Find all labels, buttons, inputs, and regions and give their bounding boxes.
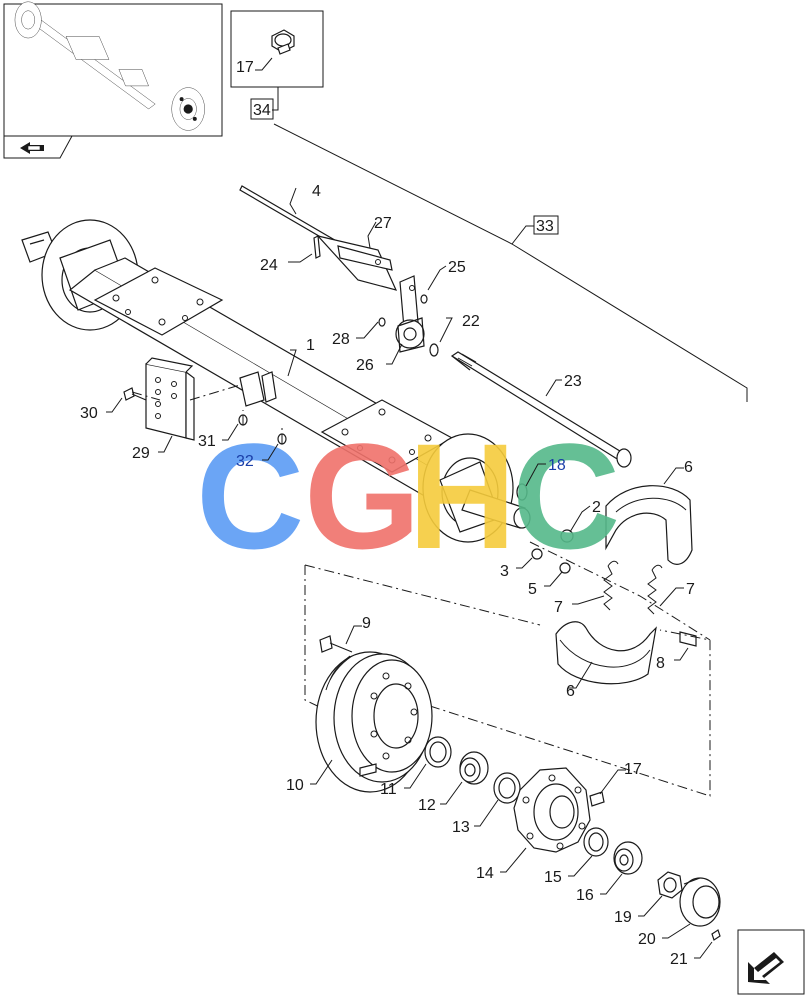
callout-25: 25 (448, 259, 466, 276)
svg-text:34: 34 (253, 102, 271, 119)
ref-box-34[interactable]: 34 (250, 98, 274, 120)
watermark-letter-h: H (408, 412, 516, 580)
watermark-letter-c2: C (512, 412, 620, 580)
roller-3 (531, 548, 543, 560)
clip-25 (420, 294, 428, 304)
callout-13: 13 (452, 819, 470, 836)
callout-2: 2 (592, 499, 601, 516)
hub-cap-20 (679, 877, 721, 927)
bearing-12 (459, 751, 489, 785)
callout-16: 16 (576, 887, 594, 904)
detail-inset-17: 17 (230, 10, 324, 111)
callout-28: 28 (332, 331, 350, 348)
callout-26: 26 (356, 357, 374, 374)
next-page-arrow-icon[interactable] (737, 929, 805, 995)
bolt-9 (319, 635, 353, 653)
stud-17 (589, 791, 605, 807)
callout-5: 5 (528, 581, 537, 598)
callout-7-right: 7 (686, 581, 695, 598)
leader-lines (106, 187, 713, 959)
brake-shoe-6-upper (605, 485, 693, 565)
callout-labels: 4 24 27 25 22 28 26 1 23 30 29 31 32 6 1… (80, 183, 695, 968)
callout-11: 11 (380, 781, 397, 798)
callout-8: 8 (656, 655, 665, 672)
callout-20: 20 (638, 931, 656, 948)
callout-15: 15 (544, 869, 562, 886)
callout-4: 4 (312, 183, 321, 200)
brake-shoe-6-lower (555, 621, 657, 685)
callout-29: 29 (132, 445, 150, 462)
callout-12: 12 (418, 797, 436, 814)
ref-box-33[interactable]: 33 (533, 215, 559, 235)
callout-17-inset: 17 (236, 59, 254, 76)
hub-14 (513, 767, 591, 853)
callout-7-left: 7 (554, 599, 563, 616)
clip-28 (378, 317, 386, 327)
callout-22: 22 (462, 313, 480, 330)
seal-15 (583, 827, 609, 857)
watermark-letter-g: G (304, 412, 421, 580)
callout-23: 23 (564, 373, 582, 390)
mounting-bracket-29 (145, 357, 195, 441)
reference-line-34 (273, 123, 748, 402)
pin-8 (679, 631, 697, 647)
axle-beam-1 (21, 219, 531, 543)
part-17-nut-detail (271, 29, 295, 55)
spring-7-left (603, 560, 619, 611)
callout-9: 9 (362, 615, 371, 632)
callout-1: 1 (306, 337, 315, 354)
ring-18 (516, 483, 528, 501)
callout-17-hub: 17 (624, 761, 642, 778)
camshaft-23 (450, 351, 632, 468)
nut-19 (657, 871, 683, 899)
watermark-letter-c1: C (196, 412, 304, 580)
seal-11 (424, 736, 452, 768)
bracket-27 (316, 234, 398, 291)
callout-21: 21 (670, 951, 688, 968)
bolt-30 (123, 387, 147, 401)
callout-6-lower: 6 (566, 683, 575, 700)
svg-text:33: 33 (536, 218, 554, 235)
callout-27: 27 (374, 215, 392, 232)
callout-6-upper: 6 (684, 459, 693, 476)
ring-22 (429, 343, 439, 357)
spring-7-right (647, 564, 663, 615)
slack-adjuster-26 (395, 275, 425, 353)
overview-inset (3, 1, 223, 159)
screw-21 (711, 929, 721, 941)
callout-24: 24 (260, 257, 278, 274)
navigation-arrow-icon[interactable] (20, 142, 44, 154)
callout-32: 32 (236, 453, 254, 470)
callout-3: 3 (500, 563, 509, 580)
callout-31: 31 (198, 433, 216, 450)
brake-drum-10 (315, 651, 433, 793)
ring-13 (493, 772, 521, 804)
callout-10: 10 (286, 777, 304, 794)
callout-19: 19 (614, 909, 632, 926)
watermark: C G H C (196, 412, 620, 580)
clip-2 (560, 529, 574, 543)
pin-24 (313, 235, 321, 259)
callout-14: 14 (476, 865, 494, 882)
roller-5 (559, 562, 571, 574)
callout-18: 18 (548, 457, 566, 474)
bearing-16 (613, 841, 643, 875)
callout-30: 30 (80, 405, 98, 422)
